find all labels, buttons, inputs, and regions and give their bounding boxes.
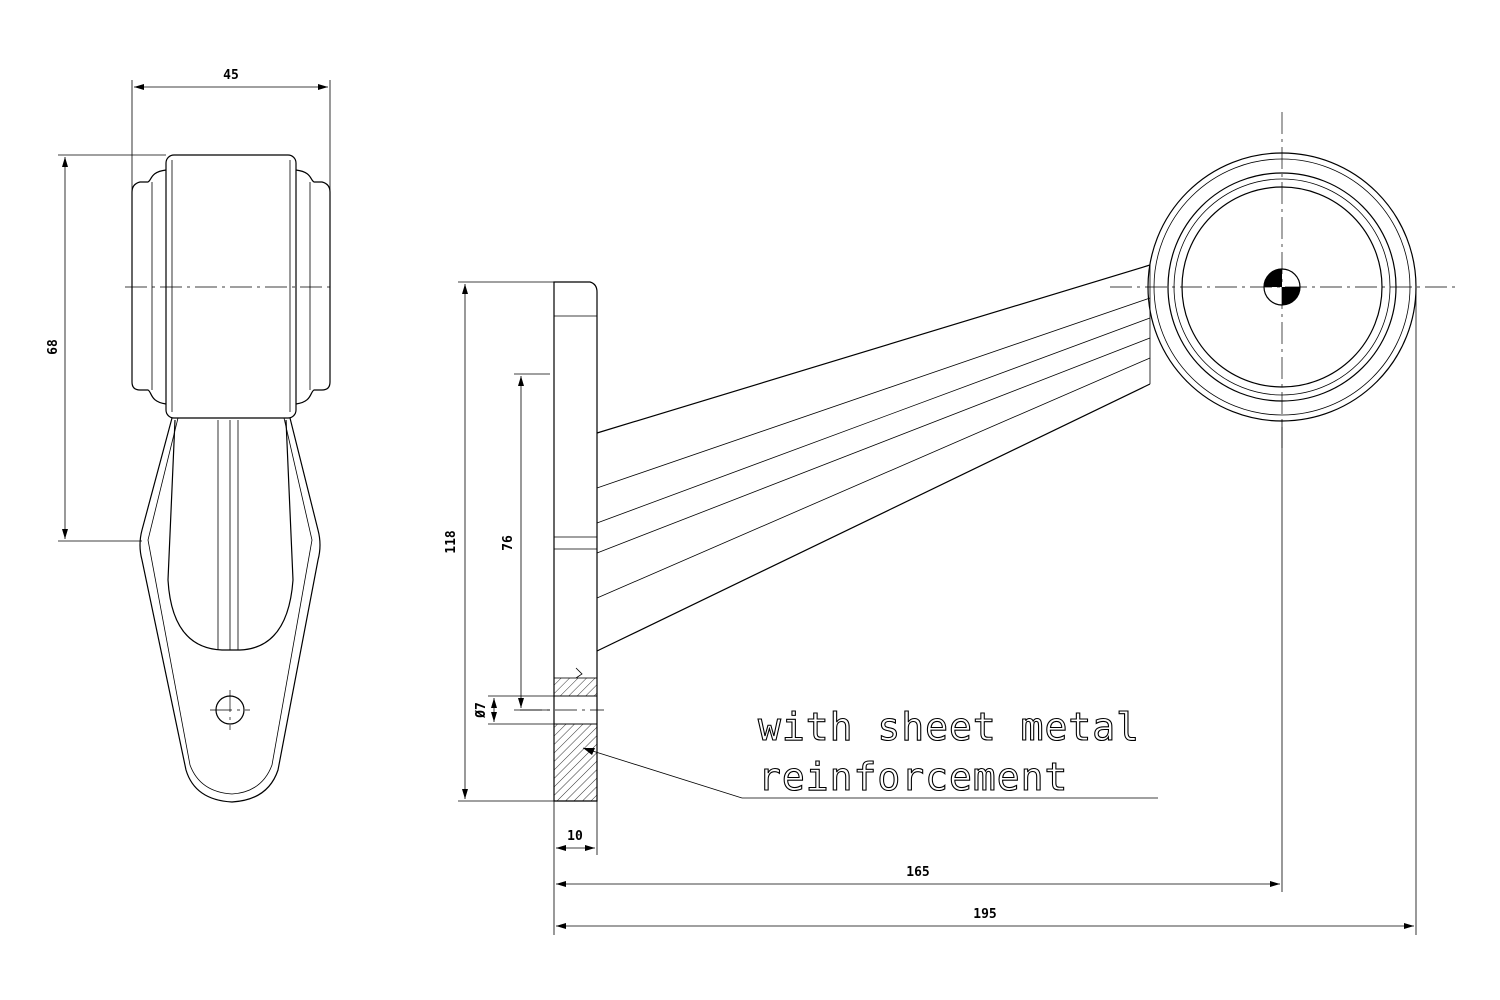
side-arm <box>139 417 321 803</box>
dim-side-height: 68 <box>46 154 166 542</box>
front-arm <box>596 264 1151 652</box>
dim-hole-spacing: 76 <box>501 373 550 711</box>
side-lamp-body <box>125 154 335 419</box>
dim-center-distance: 165 <box>553 420 1283 935</box>
note-line-1: with sheet metal <box>758 705 1140 749</box>
dim-label-hole-spacing: 76 <box>501 535 516 551</box>
dim-label-hole-diameter: Ø7 <box>474 702 489 719</box>
dim-base-height: 118 <box>444 281 554 802</box>
dim-label-center-distance: 165 <box>906 865 929 880</box>
note-line-2: reinforcement <box>758 755 1068 799</box>
dim-base-thickness: 10 <box>553 801 598 855</box>
front-view: 118 76 Ø7 10 165 <box>444 112 1460 935</box>
dim-overall-length: 195 <box>556 287 1417 935</box>
reinforcement-hatch-upper <box>553 677 598 697</box>
note-leader <box>582 747 1158 799</box>
dim-label-side-height: 68 <box>46 339 61 355</box>
side-view: 45 68 <box>46 68 335 803</box>
dim-label-base-height: 118 <box>444 530 459 554</box>
lamp-head <box>1110 112 1460 448</box>
dim-side-width: 45 <box>131 68 331 190</box>
dim-label-base-thickness: 10 <box>567 829 583 844</box>
reinforcement-hatch-lower <box>553 723 598 802</box>
dim-hole-diameter: Ø7 <box>474 695 554 725</box>
dim-label-overall-length: 195 <box>973 907 996 922</box>
dim-label-side-width: 45 <box>223 68 239 83</box>
base-plate <box>520 281 604 802</box>
